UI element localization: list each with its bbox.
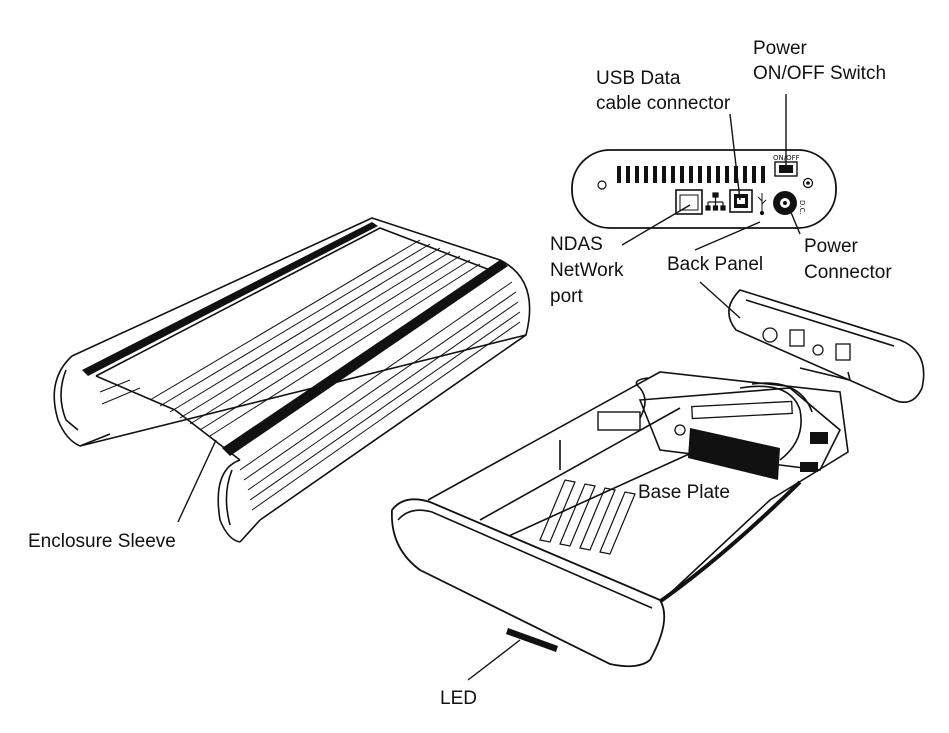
panel-screw-left xyxy=(597,180,607,190)
label-enclosure-sleeve: Enclosure Sleeve xyxy=(28,531,176,552)
back-panel-piece-illustration xyxy=(699,281,925,404)
label-led: LED xyxy=(440,688,477,709)
label-power-connector-line2: Connector xyxy=(804,262,892,283)
dc-marking: D.C. xyxy=(798,200,806,215)
molex-connector xyxy=(597,411,641,431)
enclosure-sleeve-illustration xyxy=(53,217,531,543)
label-power-switch-line1: Power xyxy=(753,38,808,59)
label-power-switch-line2: ON/OFF Switch xyxy=(753,63,886,84)
label-usb-line1: USB Data xyxy=(596,68,681,89)
back-panel-illustration: ON/OFF xyxy=(571,149,837,229)
base-plate-illustration xyxy=(391,371,849,681)
powerconn-leader xyxy=(789,209,801,235)
network-symbol-icon xyxy=(705,192,726,211)
sata-connector xyxy=(688,428,780,480)
sleeve-ridges xyxy=(99,239,521,511)
label-usb-line2: cable connector xyxy=(596,93,731,114)
label-back-panel: Back Panel xyxy=(667,254,763,275)
usb-symbol-icon xyxy=(757,193,767,216)
usb-leader xyxy=(729,113,741,201)
label-ndas-line1: NDAS xyxy=(550,234,603,255)
label-ndas-line3: port xyxy=(550,286,583,307)
label-base-plate: Base Plate xyxy=(638,482,730,503)
vent-slots xyxy=(617,166,765,183)
label-power-connector-line1: Power xyxy=(804,236,859,257)
label-ndas-line2: NetWork xyxy=(550,260,624,281)
sleeve-rail-bottom xyxy=(222,260,508,456)
ndas-leader xyxy=(621,204,691,246)
sleeve-rail-top xyxy=(82,222,378,376)
backpanel-leader xyxy=(694,221,761,251)
led-strip xyxy=(506,628,558,652)
base-plate-slots xyxy=(539,479,636,555)
front-bezel xyxy=(391,498,666,668)
ide-connector xyxy=(691,400,793,420)
